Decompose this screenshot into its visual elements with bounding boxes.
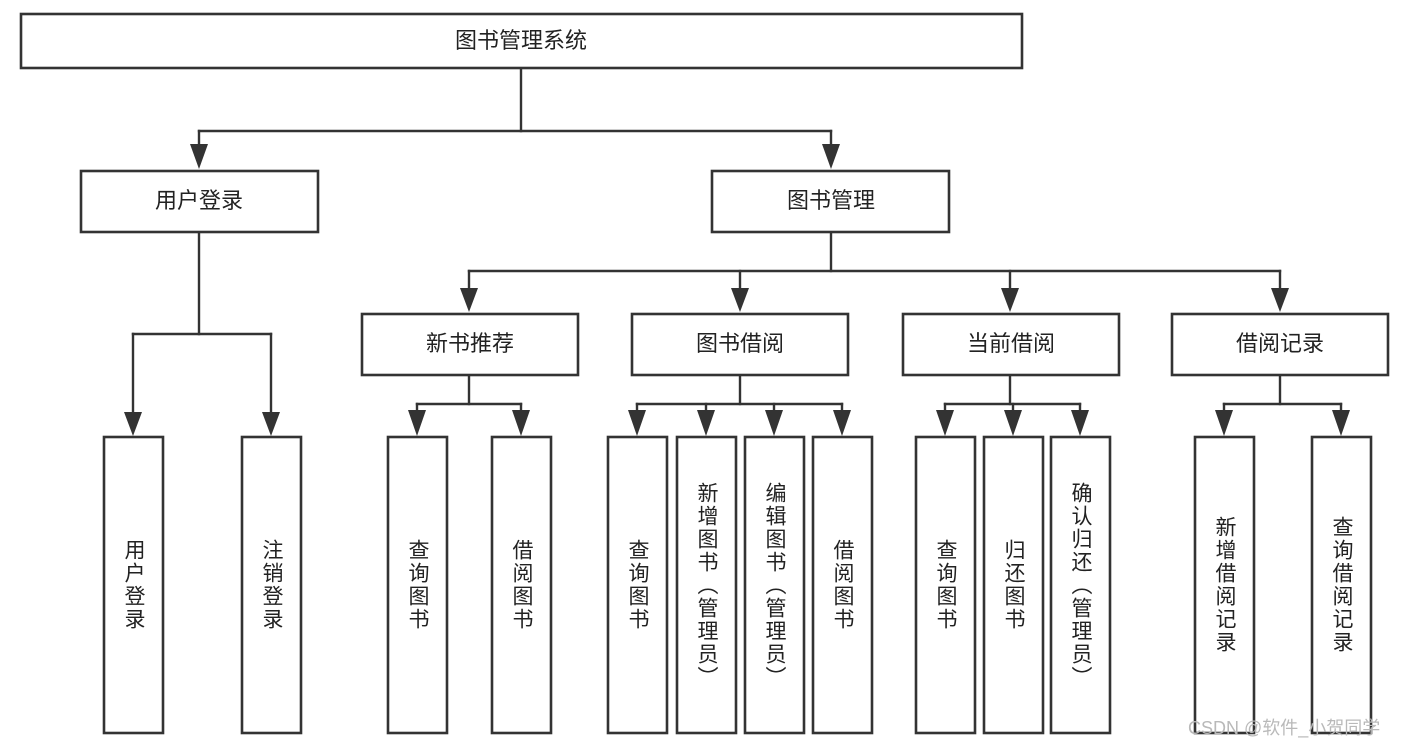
- arrowhead-leaf-edit-book: [765, 410, 783, 436]
- node-box-leaf-query-book-2[interactable]: [606, 435, 669, 735]
- node-box-leaf-add-record[interactable]: [1193, 435, 1256, 735]
- arrowhead-book-borrow: [731, 288, 749, 312]
- arrowhead-new-book: [460, 288, 478, 312]
- node-box-leaf-user-login[interactable]: [102, 435, 165, 735]
- node-label-book-borrow: 图书借阅: [696, 331, 784, 356]
- arrowhead-leaf-borrow-book-1: [512, 410, 530, 436]
- arrowhead-leaf-add-book: [697, 410, 715, 436]
- node-box-leaf-query-record[interactable]: [1310, 435, 1373, 735]
- arrowhead-borrow-record: [1271, 288, 1289, 312]
- arrowhead-book-manage: [822, 144, 840, 169]
- arrowhead-leaf-query-book-2: [628, 410, 646, 436]
- node-box-leaf-query-book-1[interactable]: [386, 435, 449, 735]
- node-label-book-manage: 图书管理: [787, 188, 875, 213]
- node-box-current-borrow[interactable]: [901, 312, 1121, 377]
- arrowhead-current-borrow: [1001, 288, 1019, 312]
- node-box-book-manage[interactable]: [710, 169, 951, 234]
- node-label-current-borrow: 当前借阅: [967, 331, 1055, 356]
- node-box-user-login[interactable]: [79, 169, 320, 234]
- node-box-root[interactable]: [19, 12, 1024, 70]
- node-box-leaf-borrow-book-2[interactable]: [811, 435, 874, 735]
- node-label-user-login: 用户登录: [155, 188, 243, 213]
- arrowhead-leaf-query-book-3: [936, 410, 954, 436]
- node-box-new-book-recommend[interactable]: [360, 312, 580, 377]
- arrowhead-user-login: [190, 144, 208, 169]
- arrowhead-leaf-query-record: [1332, 410, 1350, 436]
- arrowhead-leaf-confirm-return: [1071, 410, 1089, 436]
- arrowhead-leaf-add-record: [1215, 410, 1233, 436]
- arrowhead-leaf-return-book: [1004, 410, 1022, 436]
- node-box-leaf-logout[interactable]: [240, 435, 303, 735]
- node-box-leaf-add-book[interactable]: [675, 435, 738, 735]
- arrowhead-leaf-user-login: [124, 412, 142, 436]
- connector-layer: [124, 67, 1350, 436]
- arrowhead-leaf-logout: [262, 412, 280, 436]
- node-box-leaf-return-book[interactable]: [982, 435, 1045, 735]
- node-box-leaf-confirm-return[interactable]: [1049, 435, 1112, 735]
- node-box-leaf-query-book-3[interactable]: [914, 435, 977, 735]
- node-box-leaf-edit-book[interactable]: [743, 435, 806, 735]
- node-box-leaf-borrow-book-1[interactable]: [490, 435, 553, 735]
- arrowhead-leaf-query-book-1: [408, 410, 426, 436]
- node-layer: 图书管理系统 用户登录 图书管理 新书推荐 图书借阅 当前借阅 借阅记录: [19, 12, 1390, 735]
- node-label-borrow-record: 借阅记录: [1236, 331, 1324, 356]
- node-box-borrow-record[interactable]: [1170, 312, 1390, 377]
- node-label-new-book-recommend: 新书推荐: [426, 331, 514, 356]
- arrowhead-leaf-borrow-book-2: [833, 410, 851, 436]
- node-box-book-borrow[interactable]: [630, 312, 850, 377]
- node-label-root: 图书管理系统: [455, 28, 587, 53]
